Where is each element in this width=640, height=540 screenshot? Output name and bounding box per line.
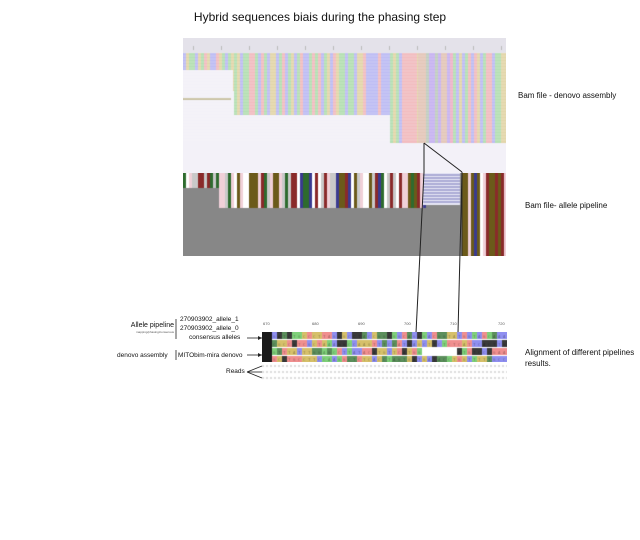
allele-pipeline-group: Allele pipeline mapping/phasing/consensu…	[110, 320, 174, 334]
bam-denovo-label: Bam file - denovo assembly	[518, 91, 617, 100]
ruler-tick: 690	[358, 321, 365, 326]
allele-pipeline-sublabel: mapping/phasing/consensus	[135, 330, 174, 334]
ruler-tick: 670	[263, 321, 270, 326]
bam-denovo-panel	[183, 38, 506, 176]
figure-title: Hybrid sequences biais during the phasin…	[193, 10, 447, 24]
bam-denovo-reads	[183, 38, 506, 176]
bam-allele-label: Bam file- allele pipeline	[525, 201, 608, 210]
alignment-ruler: 670 680 690 700 710 720	[262, 322, 507, 330]
ruler-tick: 720	[498, 321, 505, 326]
ruler-tick: 710	[450, 321, 457, 326]
allele-pipeline-label: Allele pipeline	[130, 322, 174, 329]
reads-label: Reads	[226, 368, 245, 375]
ruler-tick: 700	[404, 321, 411, 326]
allele-1-label: 270903902_allele_1	[180, 316, 239, 323]
denovo-assembly-label: denovo assembly	[117, 352, 168, 359]
alignment-tracks	[262, 332, 507, 362]
bam-allele-panel	[183, 173, 506, 256]
consensus-label: consensus alleles	[189, 334, 241, 341]
reads-tracks	[262, 364, 507, 382]
bam-allele-reads	[183, 173, 506, 256]
allele-0-label: 270903902_allele_0	[180, 325, 239, 332]
ruler-tick: 680	[312, 321, 319, 326]
mitobim-label: MITObim-mira denovo	[178, 352, 243, 359]
alignment-label: Alignment of different pipelines results…	[525, 348, 635, 368]
